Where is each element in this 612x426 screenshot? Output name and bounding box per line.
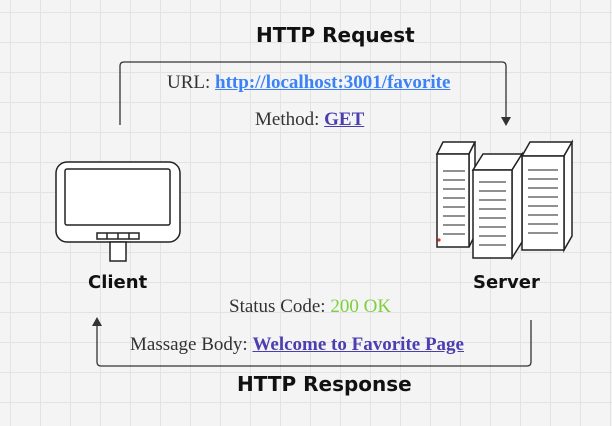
client-label: Client (88, 272, 148, 293)
server-label: Server (473, 272, 540, 293)
server-icon (435, 139, 574, 261)
response-arrow (96, 320, 532, 367)
status-label: Status Code: (229, 296, 326, 317)
response-title: HTTP Response (237, 372, 412, 396)
body-label: Massage Body: (130, 334, 248, 355)
request-arrow (119, 61, 507, 125)
url-label: URL: (167, 72, 211, 93)
body-line: Massage Body: Welcome to Favorite Page (130, 334, 464, 356)
method-label: Method: (255, 109, 320, 130)
url-line: URL: http://localhost:3001/favorite (167, 72, 450, 94)
body-link[interactable]: Welcome to Favorite Page (252, 334, 464, 355)
monitor-icon (55, 161, 181, 262)
url-link[interactable]: http://localhost:3001/favorite (215, 72, 451, 93)
server-indicator-dot (437, 238, 441, 242)
request-arrowhead (501, 117, 511, 126)
response-arrowhead (92, 317, 102, 326)
method-line: Method: GET (255, 109, 364, 131)
status-value: 200 OK (330, 296, 392, 317)
request-title: HTTP Request (256, 23, 415, 47)
method-link[interactable]: GET (324, 109, 365, 130)
status-line: Status Code: 200 OK (229, 296, 391, 318)
